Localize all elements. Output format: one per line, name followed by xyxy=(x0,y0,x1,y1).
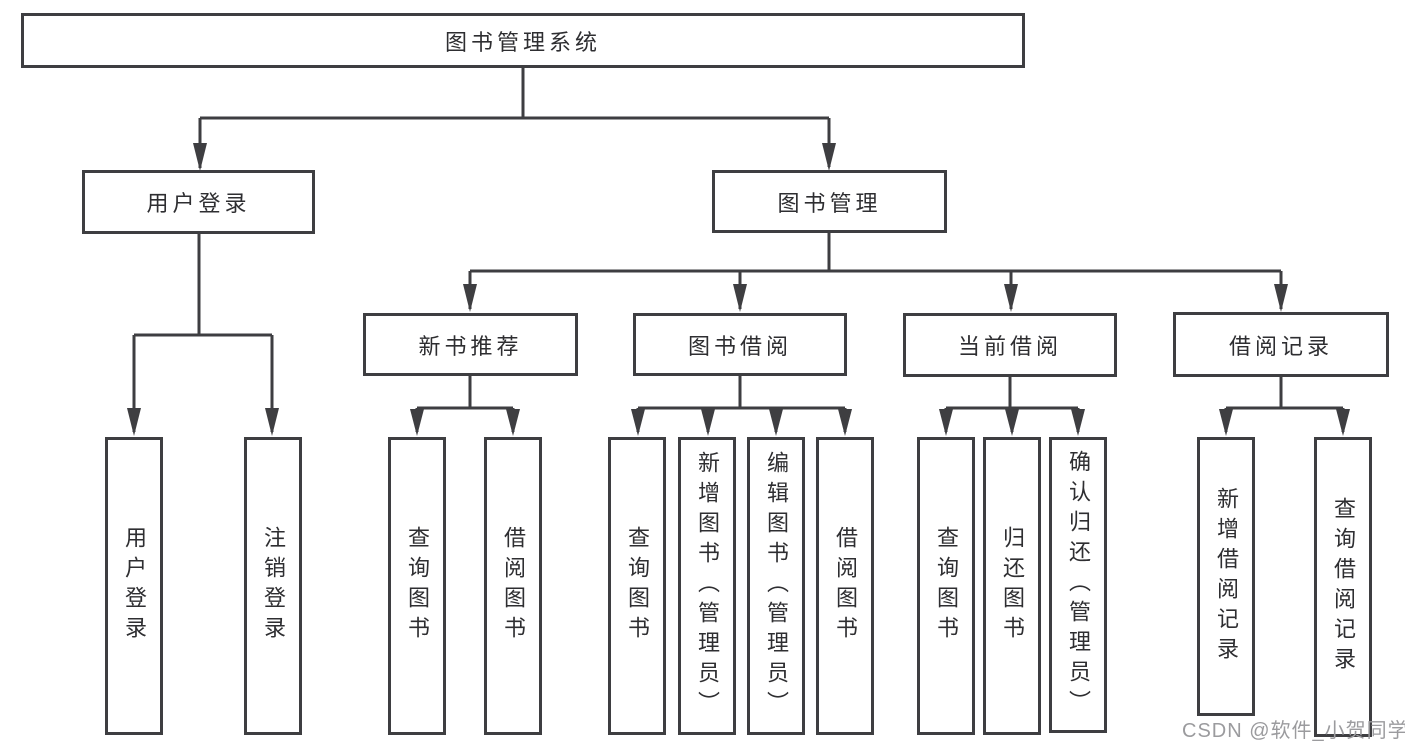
leaf-current-return-books-label: 归还图书 xyxy=(1000,526,1025,646)
connector-borrow-records xyxy=(1224,377,1345,432)
node-book-management: 图书管理 xyxy=(712,170,947,233)
connector-book-management-arrows xyxy=(463,284,1288,312)
arrowhead xyxy=(1005,409,1019,436)
arrowhead xyxy=(822,143,836,171)
arrowhead xyxy=(463,284,477,312)
node-user-login: 用户登录 xyxy=(82,170,315,234)
watermark: CSDN @软件_小贺同学 xyxy=(1182,720,1405,742)
leaf-user-login-label: 用户登录 xyxy=(122,526,147,646)
arrowhead xyxy=(769,409,783,436)
leaf-borrow-add-books-admin-label: 新增图书（管理员） xyxy=(695,451,720,721)
leaf-borrow-borrow-books-label: 借阅图书 xyxy=(833,526,858,646)
leaf-user-login: 用户登录 xyxy=(105,437,163,735)
connector-book-borrow-arrows xyxy=(631,409,852,436)
arrowhead xyxy=(1219,409,1233,436)
connector-new-book-arrows xyxy=(410,409,520,436)
arrowhead xyxy=(701,409,715,436)
arrowhead xyxy=(939,409,953,436)
leaf-borrow-edit-books-admin: 编辑图书（管理员） xyxy=(747,437,805,735)
connector-borrow-records-arrows xyxy=(1219,409,1350,436)
connector-line xyxy=(198,67,831,168)
arrowhead xyxy=(733,284,747,312)
leaf-borrow-borrow-books: 借阅图书 xyxy=(816,437,874,735)
node-current-borrow: 当前借阅 xyxy=(903,313,1117,377)
arrowhead xyxy=(1071,409,1085,436)
connector-line xyxy=(1224,377,1345,432)
leaf-records-query-record-label: 查询借阅记录 xyxy=(1331,497,1356,677)
leaf-current-query-books: 查询图书 xyxy=(917,437,975,735)
leaf-records-add-record: 新增借阅记录 xyxy=(1197,437,1255,716)
leaf-current-confirm-return-admin: 确认归还（管理员） xyxy=(1049,437,1107,733)
node-book-borrow-label: 图书借阅 xyxy=(687,333,792,359)
connector-book-borrow xyxy=(636,376,847,432)
leaf-records-add-record-label: 新增借阅记录 xyxy=(1214,486,1239,667)
connector-new-book xyxy=(415,376,515,432)
connector-line xyxy=(468,233,1283,309)
leaf-borrow-add-books-admin: 新增图书（管理员） xyxy=(678,437,736,735)
node-borrow-records-label: 借阅记录 xyxy=(1228,333,1333,359)
arrowhead xyxy=(506,409,520,436)
node-book-borrow: 图书借阅 xyxy=(633,313,847,376)
node-root: 图书管理系统 xyxy=(21,13,1025,68)
arrowhead xyxy=(265,408,279,436)
arrowhead xyxy=(1274,284,1288,312)
connector-user-login-arrows xyxy=(127,408,279,436)
connector-line xyxy=(415,376,515,432)
connector-line xyxy=(132,234,274,432)
node-new-book-recommend-label: 新书推荐 xyxy=(418,333,523,359)
connector-user-login xyxy=(132,234,274,432)
leaf-current-query-books-label: 查询图书 xyxy=(934,526,959,646)
node-user-login-label: 用户登录 xyxy=(146,191,251,216)
node-book-management-label: 图书管理 xyxy=(777,190,882,216)
leaf-records-query-record: 查询借阅记录 xyxy=(1314,437,1372,737)
arrowhead xyxy=(410,409,424,436)
arrowhead xyxy=(127,408,141,436)
leaf-newbook-query-books: 查询图书 xyxy=(388,437,446,735)
connector-root-arrows xyxy=(193,143,836,171)
leaf-newbook-borrow-books: 借阅图书 xyxy=(484,437,542,735)
node-current-borrow-label: 当前借阅 xyxy=(957,334,1062,359)
node-root-label: 图书管理系统 xyxy=(444,29,601,55)
leaf-borrow-query-books-label: 查询图书 xyxy=(625,526,650,646)
connector-book-management xyxy=(468,233,1283,309)
leaf-newbook-query-books-label: 查询图书 xyxy=(405,526,430,646)
connector-current-borrow-arrows xyxy=(939,409,1085,436)
node-borrow-records: 借阅记录 xyxy=(1173,312,1389,377)
leaf-borrow-query-books: 查询图书 xyxy=(608,437,666,735)
connector-line xyxy=(636,376,847,432)
leaf-current-confirm-return-admin-label: 确认归还（管理员） xyxy=(1066,450,1091,720)
leaf-current-return-books: 归还图书 xyxy=(983,437,1041,735)
leaf-logout-label: 注销登录 xyxy=(261,526,286,646)
node-new-book-recommend: 新书推荐 xyxy=(363,313,578,376)
arrowhead xyxy=(631,409,645,436)
connector-root xyxy=(198,67,831,168)
arrowhead xyxy=(1336,409,1350,436)
leaf-logout: 注销登录 xyxy=(244,437,302,735)
arrowhead xyxy=(838,409,852,436)
arrowhead xyxy=(1004,284,1018,312)
leaf-borrow-edit-books-admin-label: 编辑图书（管理员） xyxy=(764,451,789,721)
leaf-newbook-borrow-books-label: 借阅图书 xyxy=(501,526,526,646)
arrowhead xyxy=(193,143,207,171)
